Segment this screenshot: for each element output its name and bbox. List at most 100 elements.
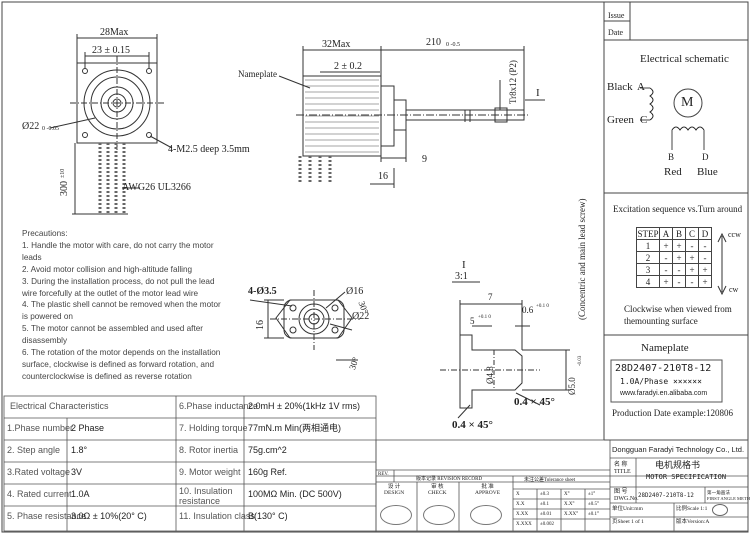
precaution-line: 1. Handle the motor with care, do not ca… [22, 240, 214, 250]
sequence-note-1: Clockwise when viewed from [624, 304, 732, 314]
side-dim-pitch: 23 ± 0.15 [92, 45, 130, 56]
dwg-number: 28D2407-210T8-12 [638, 493, 694, 499]
seq-cell: - [698, 251, 712, 264]
spec-label: 5. Phase resistance [7, 511, 87, 521]
title-en: MOTOR SPECIFICATION [646, 473, 727, 481]
side-dim-width: 28Max [100, 27, 129, 38]
precaution-line: disassembly [22, 336, 68, 346]
tol-cell: X [516, 492, 520, 497]
detail-dim06-tol: +0.1 0 [536, 304, 549, 309]
nameplate-url: www.faradyi.en.alibaba.com [620, 390, 708, 397]
tol-cell: ±1° [588, 492, 596, 497]
rev-record: 版本记录 REVISION RECORD [416, 477, 483, 482]
unit-label: 单位Unit:mm [612, 506, 643, 512]
motor-symbol: M [681, 95, 694, 110]
seq-cell: - [659, 263, 673, 276]
spec-label: 3.Rated voltage [7, 467, 71, 477]
front-dim-16: 16 [378, 171, 388, 182]
spec-label: 4. Rated current [7, 489, 72, 499]
precautions-title: Precautions: [22, 229, 68, 238]
tol-cell: X° [564, 492, 570, 497]
spec-value: 160g Ref. [248, 467, 288, 477]
spec-value: 2.0mH ± 20%(1kHz 1V rms) [248, 401, 360, 411]
rev-label: REV. [378, 472, 389, 477]
tol-cell: X.X [516, 502, 525, 507]
seq-header: B [672, 227, 686, 240]
tol-cell: X.XX° [564, 512, 579, 517]
seq-cell: - [698, 239, 712, 252]
scale-label: 比例Scale 1:1 [676, 506, 708, 512]
right-panel-frames [604, 2, 748, 441]
approve-stamp [470, 505, 502, 525]
precaution-line: wire forcefully at the outlet of the mot… [22, 288, 199, 298]
terminal-d: D [702, 152, 709, 162]
detail-chamfer-2: 0.4 × 45° [452, 419, 493, 431]
detail-scale: 3:1 [455, 271, 468, 282]
schematic-title: Electrical schematic [640, 53, 729, 65]
terminal-b: B [668, 152, 675, 162]
design-label: 设 计 DESIGN [384, 484, 405, 496]
spec-label: 10. Insulation resistance [179, 486, 233, 506]
title-label: 名 称 TITLE [614, 462, 631, 475]
nameplate-callout: Nameplate [238, 69, 277, 79]
seq-cell: 2 [636, 251, 660, 264]
sequence-note-2: themounting surface [624, 316, 698, 326]
seq-cell: + [659, 275, 673, 288]
dwg-label: 图 号 DWG.No. [614, 489, 639, 502]
wire-green: Green [607, 114, 634, 126]
detail-dia48: Ø4.8 [485, 366, 495, 384]
precaution-line: 6. The rotation of the motor depends on … [22, 348, 221, 358]
seq-cell: - [672, 275, 686, 288]
title-block-frames [375, 439, 749, 532]
seq-header: A [659, 227, 673, 240]
wire-length: 300 [59, 181, 70, 196]
tol-cell: X.X° [564, 502, 575, 507]
nameplate-model: 28D2407-210T8-12 [615, 363, 712, 374]
detail-dia50-tol: -0.03 [578, 355, 583, 366]
precaution-line: is powered on [22, 312, 73, 322]
tol-cell: ±0.1° [588, 512, 599, 517]
detail-chamfer-1: 0.4 × 45° [514, 396, 555, 408]
spec-value: 77mN.m Min(两相通电) [248, 423, 342, 433]
detail-dim5-tol: +0.1 0 [478, 315, 491, 320]
seq-cell: 3 [636, 263, 660, 276]
seq-cell: + [659, 239, 673, 252]
precaution-line: counterclockwise is defined as reverse r… [22, 371, 192, 381]
detail-drawing [440, 281, 570, 419]
wire-red: Red [664, 166, 682, 178]
seq-header: D [698, 227, 712, 240]
nut-view-drawing [249, 290, 360, 361]
cw-label: cw [729, 285, 739, 294]
wire-label: AWG26 UL3266 [122, 182, 191, 193]
seq-cell: - [672, 263, 686, 276]
front-dim-length: 32Max [322, 39, 351, 50]
spec-label: 1.Phase number [7, 423, 74, 433]
seq-cell: - [685, 275, 699, 288]
concentric-note: (Concentric and main lead screw) [577, 198, 587, 320]
spec-value: 3.0Ω ± 10%(20° C) [71, 511, 147, 521]
spec-value: 2 Phase [71, 423, 105, 433]
check-label: 审 核 CHECK [428, 484, 447, 496]
spec-label: 6.Phase inductance [179, 401, 259, 411]
date-label: Date [608, 28, 624, 37]
title-cn: 电机规格书 [655, 460, 701, 470]
spec-label: 9. Motor weight [179, 467, 241, 477]
spec-label: 2. Step angle [7, 445, 61, 455]
nut-dim16: 16 [255, 320, 266, 330]
design-stamp [380, 505, 412, 525]
spec-value: 1.8° [71, 445, 88, 455]
detail-dia50: Ø5.0 [567, 377, 577, 395]
spec-value: 75g.cm^2 [248, 445, 287, 455]
precaution-line: 3. During the installation process, do n… [22, 276, 215, 286]
tolerance-title: 未注公差Tolerance sheet [524, 478, 576, 483]
tol-cell: ±0.5° [588, 502, 599, 507]
tol-cell: ±0.01 [540, 512, 552, 517]
spec-value: 1.0A [71, 489, 90, 499]
detail-mark-front: I [536, 87, 540, 99]
precaution-line: leads [22, 252, 42, 262]
terminal-a: A [637, 81, 645, 93]
detail-mark: I [462, 259, 466, 271]
seq-header: C [685, 227, 699, 240]
precautions-block: Precautions: 1. Handle the motor with ca… [22, 228, 240, 383]
